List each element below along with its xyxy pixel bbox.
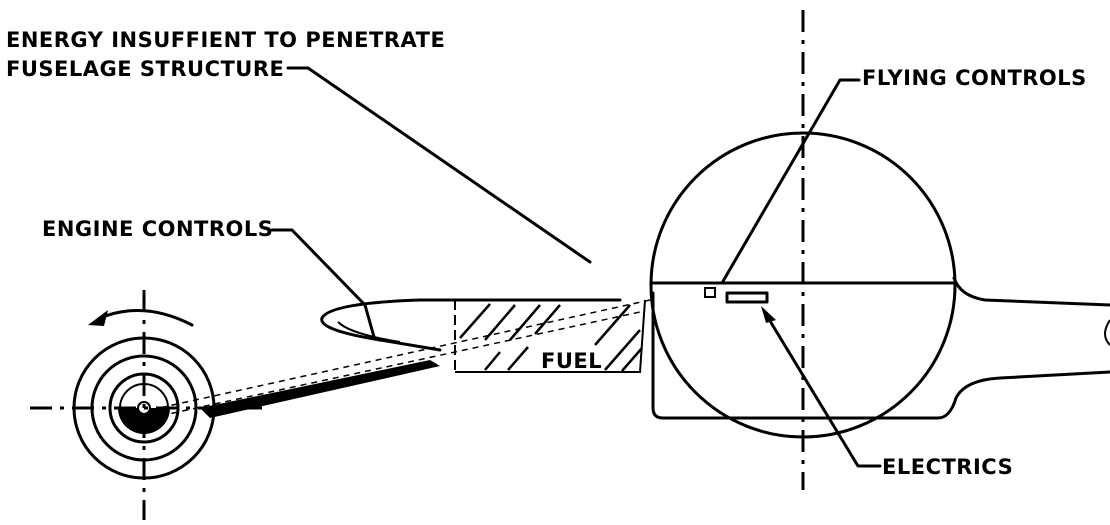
wing-left-outline (320, 298, 622, 352)
rotation-arc (98, 308, 194, 327)
electrics-arrowhead (761, 306, 776, 323)
fuel-tank-bottom (455, 299, 646, 373)
label-electrics: ELECTRICS (882, 455, 1013, 479)
label-flying-controls: FLYING CONTROLS (862, 66, 1087, 90)
engine-controls-line (337, 321, 401, 343)
leader-engine-controls (270, 228, 376, 339)
electrics-box (725, 291, 769, 304)
wing-right-tip (1104, 319, 1110, 346)
rotation-arrowhead (88, 310, 108, 326)
fuselage-circle (649, 131, 957, 439)
fuel-hatching (459, 303, 643, 372)
label-engine-controls: ENGINE CONTROLS (42, 217, 273, 241)
label-fuel: FUEL (541, 349, 602, 373)
flying-controls-box (704, 287, 716, 298)
leader-energy (286, 66, 592, 264)
leader-flying-controls (720, 78, 861, 285)
fuselage-lower-structure (651, 291, 1110, 420)
trajectory-upper (149, 299, 651, 411)
leader-electrics (765, 314, 882, 468)
label-energy-line2: FUSELAGE STRUCTURE (6, 57, 284, 81)
wing-right-upper (952, 276, 1110, 307)
propeller-blade (200, 360, 440, 418)
label-energy-line1: ENERGY INSUFFIENT TO PENETRATE (6, 28, 445, 52)
